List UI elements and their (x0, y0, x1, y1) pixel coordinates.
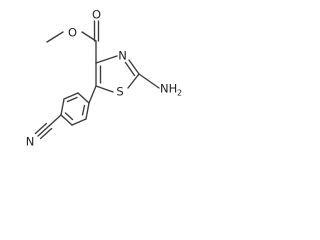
nitrile-group (34, 114, 62, 140)
nitrile-triple-bond-1 (37, 125, 50, 137)
thiazole-nitrogen-label: N (118, 49, 127, 63)
thiazole-sulfur-label: S (116, 85, 123, 99)
ring-to-nitrile-bond (48, 114, 62, 127)
c4-n3-bond (95, 55, 118, 64)
chemical-structure: O O N S NH 2 N (26, 8, 182, 149)
s1-c5-bond (95, 85, 114, 93)
amine-subscript-label: 2 (177, 89, 182, 98)
c2-amine-bond (138, 73, 160, 89)
amine-label: NH (160, 82, 177, 96)
benzene-inner-bond-1 (66, 96, 78, 103)
benzene-bond-2 (63, 92, 79, 100)
benzene-bond-6 (85, 102, 90, 120)
benzene-inner-bond-2 (64, 112, 74, 121)
n3-c2-double-bond-a (128, 59, 140, 75)
methyl-o-bond (46, 31, 64, 43)
thiazole-benzene-bond (88, 85, 97, 104)
ester-o-carbonyl-c-bond (81, 31, 97, 42)
benzene-bond-4 (60, 114, 73, 126)
carbonyl-oxygen-label: O (92, 8, 101, 22)
c2-s1-bond (127, 73, 140, 89)
nitrile-nitrogen-label: N (26, 135, 35, 149)
n3-c2-double-bond-b (124, 61, 136, 77)
thiazole-ring (95, 55, 160, 93)
benzene-ring (60, 92, 90, 126)
ester-oxygen-label: O (68, 26, 77, 40)
benzene-bond-3 (60, 98, 65, 116)
nitrile-triple-bond-3 (39, 127, 53, 140)
benzene-inner-bond-3 (81, 104, 86, 116)
ester-group (46, 20, 100, 64)
benzene-bond-1 (77, 92, 90, 104)
nitrile-triple-bond-2 (34, 122, 48, 135)
benzene-bond-5 (71, 118, 87, 126)
